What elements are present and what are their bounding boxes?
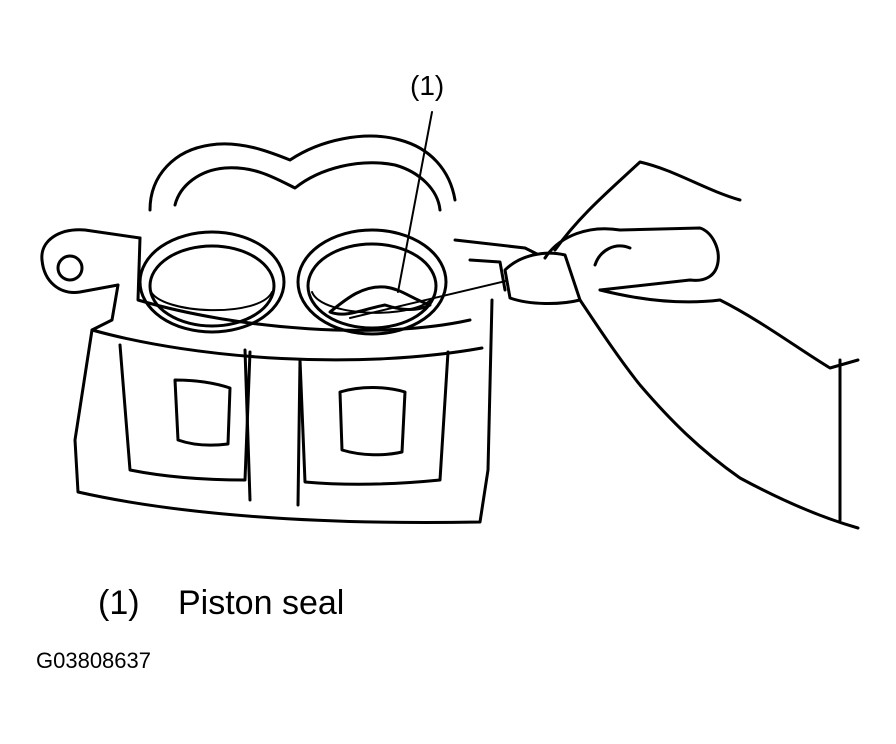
- callout-leader-line: [397, 111, 433, 293]
- callout-number: (1): [410, 70, 445, 101]
- caliper-illustration: [40, 111, 860, 530]
- hand-with-tool: [349, 160, 860, 530]
- legend-text: Piston seal: [178, 584, 345, 622]
- legend-entry: (1) Piston seal: [98, 586, 344, 620]
- legend-number: (1): [98, 584, 140, 622]
- figure-id: G03808637: [36, 648, 151, 673]
- brake-caliper: [40, 134, 547, 525]
- piston-seal: [328, 285, 432, 316]
